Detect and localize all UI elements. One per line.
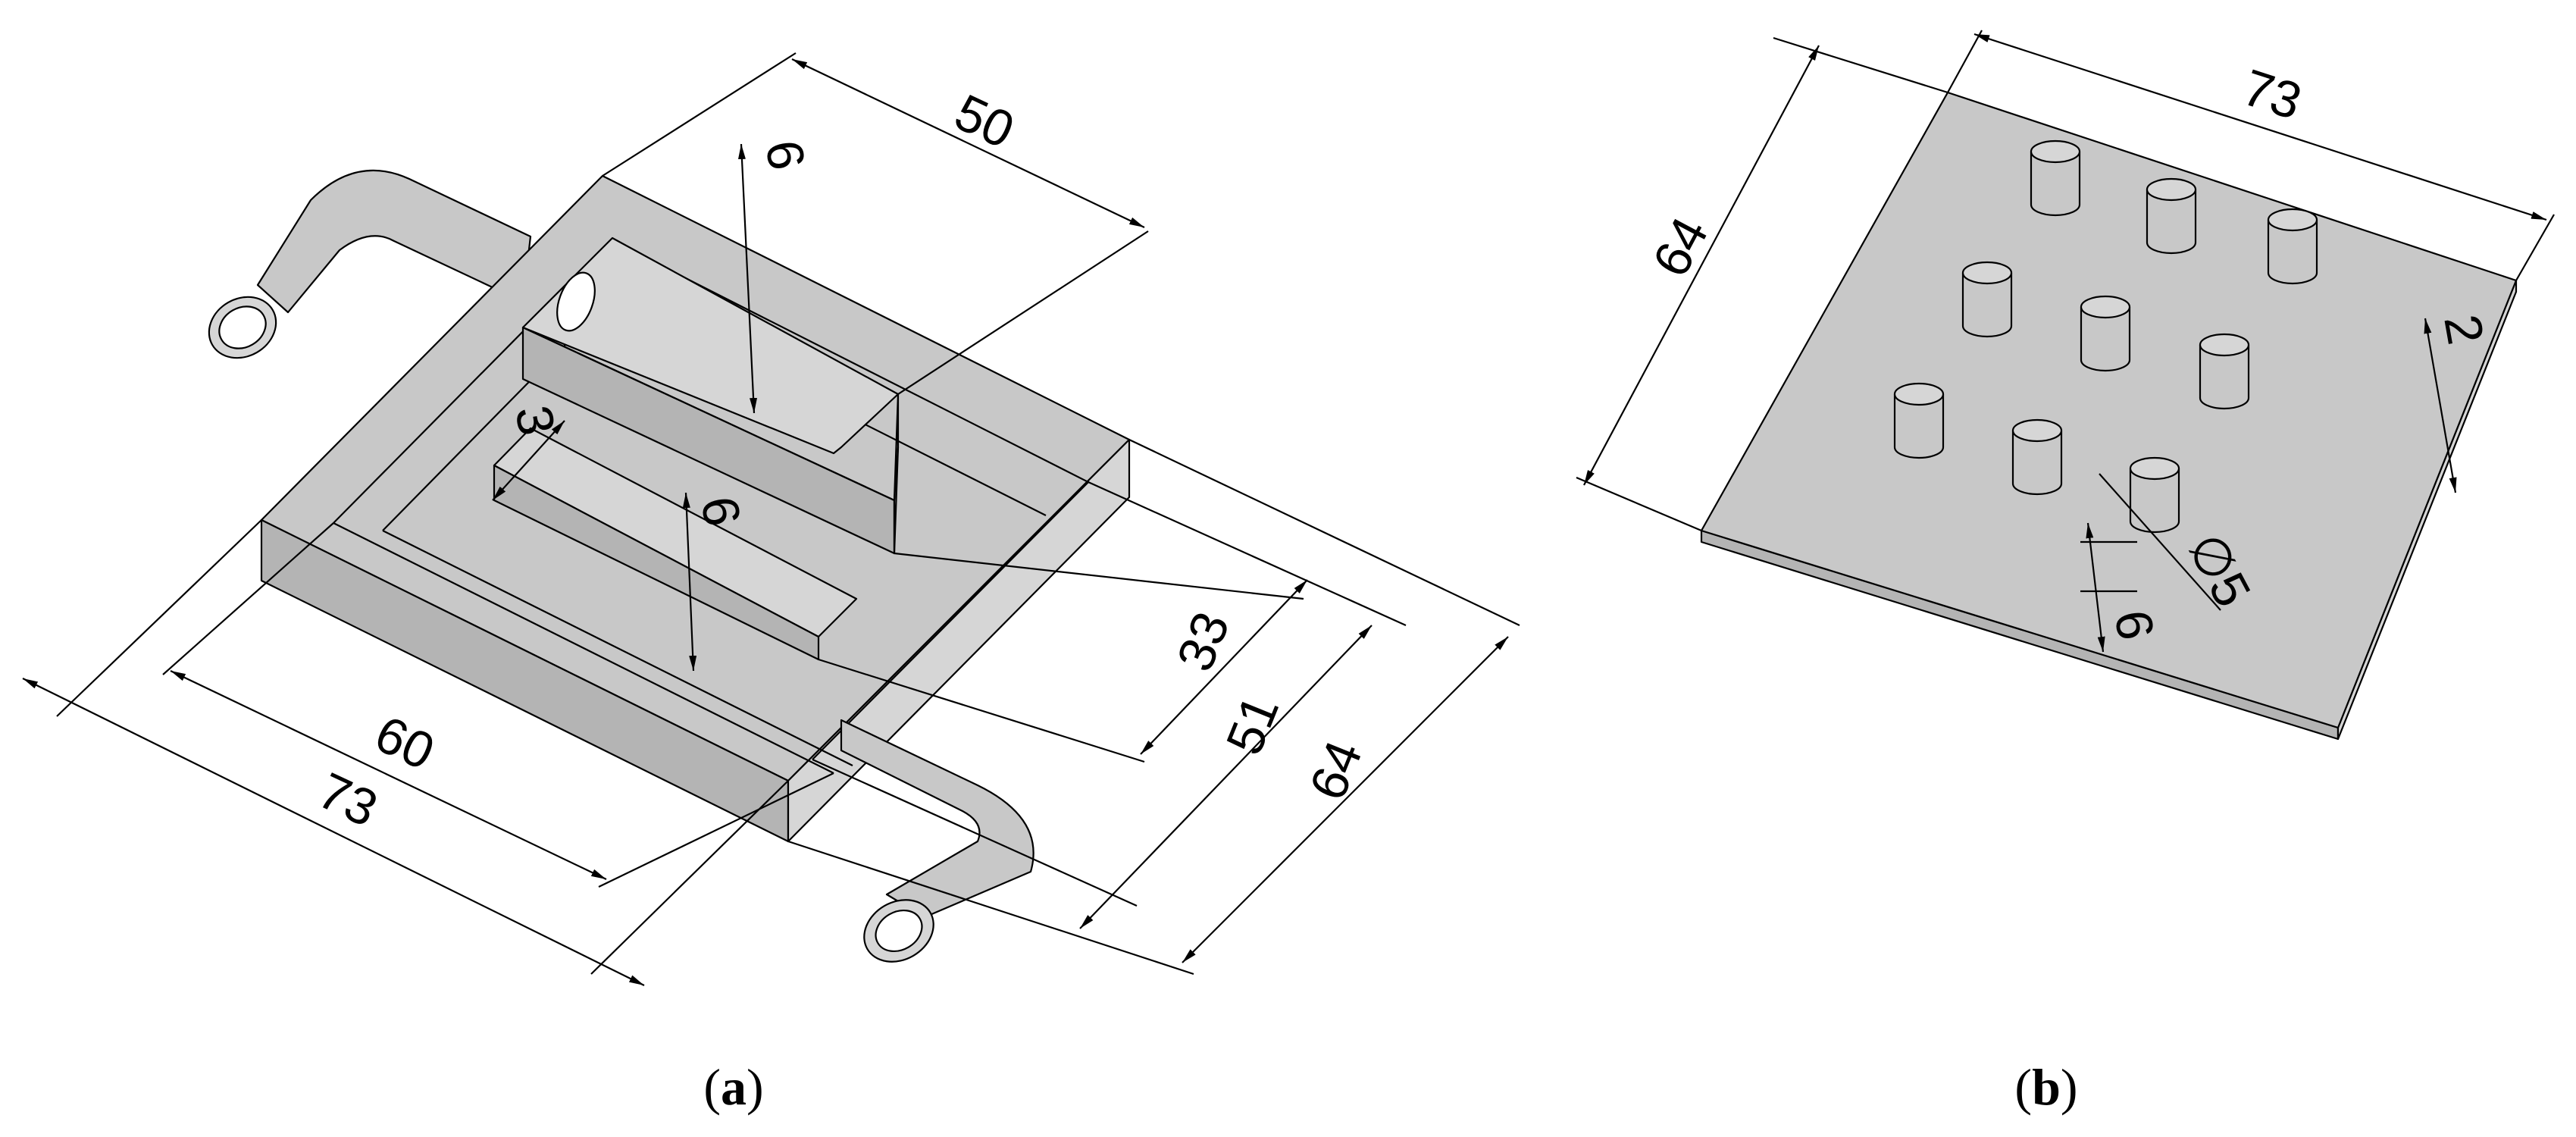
pin-fin [2011,418,2063,496]
dim-b-73: 73 [2236,58,2308,131]
pin-fin [2199,333,2250,410]
pin-fin [2146,177,2197,255]
upper-fin-top [521,236,900,455]
dim-b-64: 64 [1642,208,1720,286]
caption-b-letter: b [2032,1058,2061,1116]
caption-b-open: ( [2014,1058,2033,1116]
figure-b-pin-fin-plate: 73 64 2 ∅5 6 [1576,30,2555,741]
caption-a-close: ) [747,1058,764,1116]
pin-fin [1961,261,2013,338]
pin-fin [2129,456,2180,534]
pin-fin [2030,139,2081,217]
channel-port [556,271,596,332]
dim-a-50: 50 [947,83,1023,160]
dim-a-6-top: 6 [754,136,815,174]
caption-b-close: ) [2060,1058,2078,1116]
body-top-face [260,174,1131,782]
pin-fin [2267,208,2318,285]
caption-b: (b) [1986,1057,2107,1117]
dim-a-33: 33 [1166,604,1241,679]
outlet-pipe [840,719,1034,963]
pin-fin [2080,295,2131,372]
caption-a: (a) [673,1057,794,1117]
caption-a-open: ( [703,1058,721,1116]
caption-a-letter: a [721,1058,747,1116]
dim-a-51: 51 [1215,688,1290,763]
inlet-pipe [208,169,532,359]
dim-a-64: 64 [1298,733,1373,808]
figure-a-heat-sink: 50 6 3 6 60 73 33 51 64 [22,52,1520,986]
pin-fin [1893,382,1945,459]
